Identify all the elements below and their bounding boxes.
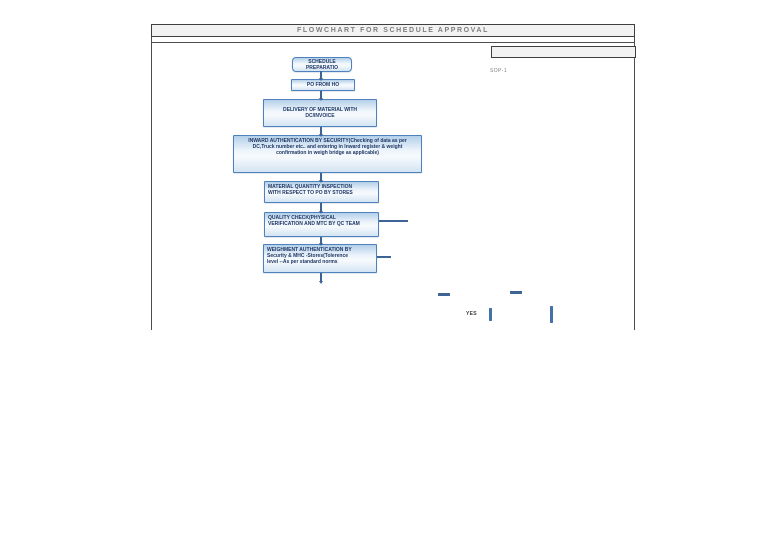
flow-node-inward-authentication: INWARD AUTHENTICATION BY SECURITY(Checki… <box>233 135 422 173</box>
connector-down-4 <box>318 173 323 183</box>
flow-node-label: MATERIAL QUANTITY INSPECTION WITH RESPEC… <box>268 184 353 196</box>
branch-line-fragment-4 <box>550 306 553 323</box>
connector-right-quality-check <box>379 220 408 222</box>
header-divider-line <box>151 42 635 43</box>
yes-label: YES <box>466 311 477 317</box>
flow-node-po-from-ho: PO FROM HO <box>291 79 355 91</box>
connector-down-1 <box>318 71 323 81</box>
flow-node-label: WEIGHMENT AUTHENTICATION BY Security & M… <box>267 247 352 265</box>
connector-down-7 <box>318 273 323 284</box>
branch-line-fragment-3 <box>489 308 492 321</box>
document-title-bar: FLOWCHART FOR SCHEDULE APPROVAL <box>151 24 635 37</box>
connector-down-2 <box>318 91 323 101</box>
flow-node-material-quantity-inspection: MATERIAL QUANTITY INSPECTION WITH RESPEC… <box>264 181 379 203</box>
flow-node-label: QUALITY CHECK(PHYSICAL VERIFICATION AND … <box>268 215 360 227</box>
flow-node-label: DELIVERY OF MATERIAL WITH DC/INVOICE <box>283 107 357 119</box>
flow-node-quality-check: QUALITY CHECK(PHYSICAL VERIFICATION AND … <box>264 212 379 237</box>
flow-node-delivery-of-material: DELIVERY OF MATERIAL WITH DC/INVOICE <box>263 99 377 127</box>
connector-down-5 <box>318 203 323 214</box>
sop-reference-box <box>491 46 636 58</box>
document-right-border <box>634 24 635 330</box>
flow-node-schedule-preparation: SCHEDULE PREPARATIO <box>292 57 352 72</box>
connector-right-weighment <box>377 256 391 258</box>
flow-node-label: SCHEDULE PREPARATIO <box>305 58 339 71</box>
flow-node-label: PO FROM HO <box>306 82 340 88</box>
branch-line-fragment-2 <box>510 291 522 294</box>
connector-down-6 <box>318 237 323 246</box>
connector-down-3 <box>318 127 323 137</box>
flow-node-label: INWARD AUTHENTICATION BY SECURITY(Checki… <box>248 138 407 156</box>
flow-node-weighment-authentication: WEIGHMENT AUTHENTICATION BY Security & M… <box>263 244 377 273</box>
page-title: FLOWCHART FOR SCHEDULE APPROVAL <box>297 27 489 34</box>
document-left-border <box>151 24 152 330</box>
sop-label: SOP-1 <box>490 68 508 74</box>
branch-line-fragment-1 <box>438 293 450 296</box>
